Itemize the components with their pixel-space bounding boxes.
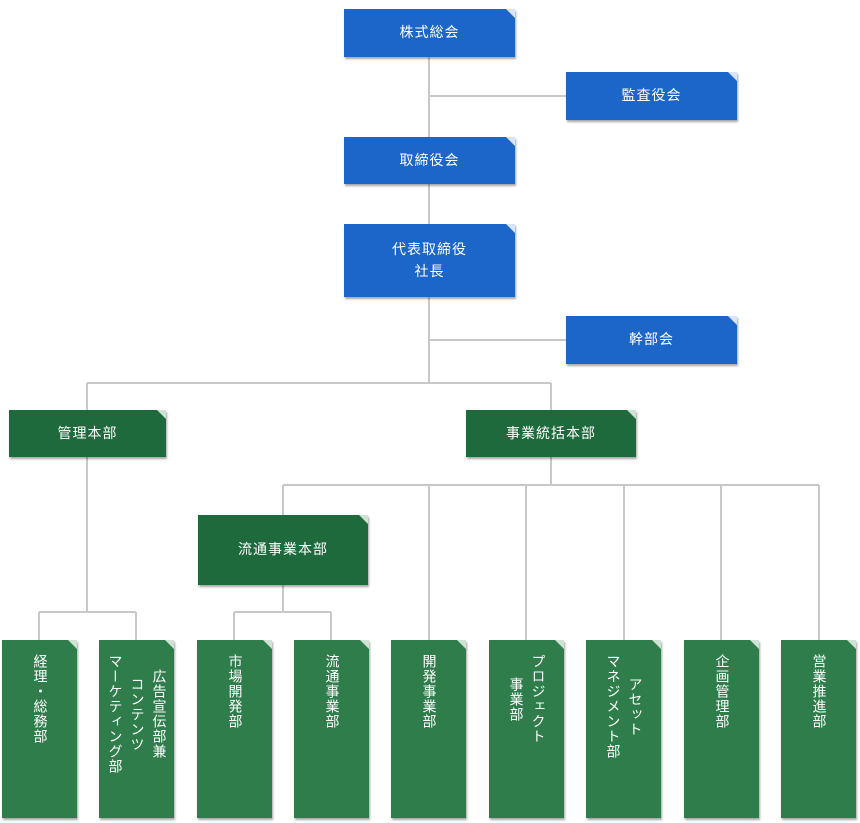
ad-dept-label-line3: マーケティング部: [106, 654, 123, 774]
board-of-auditors-label: 監査役会: [621, 88, 682, 104]
admin-division-label: 管理本部: [57, 425, 118, 442]
dev-dept-label: 開発事業部: [420, 654, 437, 729]
ceo-box: 代表取締役 社長: [344, 224, 515, 297]
asset-dept-box: アセット マネジメント部: [586, 640, 661, 818]
asset-dept-label-line1: アセット: [626, 676, 643, 737]
ad-dept-box: 広告宣伝部兼 コンテンツ マーケティング部: [99, 640, 174, 818]
ad-dept-label-line1: 広告宣伝部兼: [150, 669, 167, 759]
shareholders-meeting-box: 株式総会: [344, 9, 515, 57]
project-dept-label-line2: 事業部: [507, 676, 524, 722]
planning-dept-label: 企画管理部: [713, 654, 730, 729]
board-of-directors-box: 取締役会: [344, 137, 515, 184]
ceo-title-label: 代表取締役: [392, 241, 467, 258]
ad-dept-label-line2: コンテンツ: [128, 676, 145, 752]
sales-dept-box: 営業推進部: [781, 640, 856, 818]
market-dev-dept-label: 市場開発部: [226, 654, 243, 729]
ceo-president-label: 社長: [414, 263, 445, 280]
project-dept-box: プロジェクト 事業部: [489, 640, 564, 818]
accounting-dept-box: 経理・総務部: [2, 640, 77, 818]
distribution-division-label: 流通事業本部: [238, 542, 328, 558]
board-of-auditors-box: 監査役会: [566, 72, 737, 120]
distribution-dept-label: 流通事業部: [323, 654, 340, 729]
accounting-dept-label: 経理・総務部: [31, 654, 48, 744]
executive-meeting-label: 幹部会: [629, 332, 674, 348]
shareholders-meeting-label: 株式総会: [399, 25, 460, 41]
sales-dept-label: 営業推進部: [810, 654, 827, 729]
distribution-dept-box: 流通事業部: [294, 640, 369, 818]
project-dept-label-line1: プロジェクト: [529, 654, 546, 744]
asset-dept-label-line2: マネジメント部: [604, 654, 621, 759]
market-dev-dept-box: 市場開発部: [197, 640, 272, 818]
planning-dept-box: 企画管理部: [684, 640, 759, 818]
dev-dept-box: 開発事業部: [391, 640, 466, 818]
executive-meeting-box: 幹部会: [566, 316, 737, 364]
admin-division-box: 管理本部: [9, 410, 166, 457]
business-division-box: 事業統括本部: [466, 410, 636, 457]
business-division-label: 事業統括本部: [506, 425, 596, 442]
distribution-division-box: 流通事業本部: [198, 515, 368, 585]
board-of-directors-label: 取締役会: [399, 152, 460, 169]
